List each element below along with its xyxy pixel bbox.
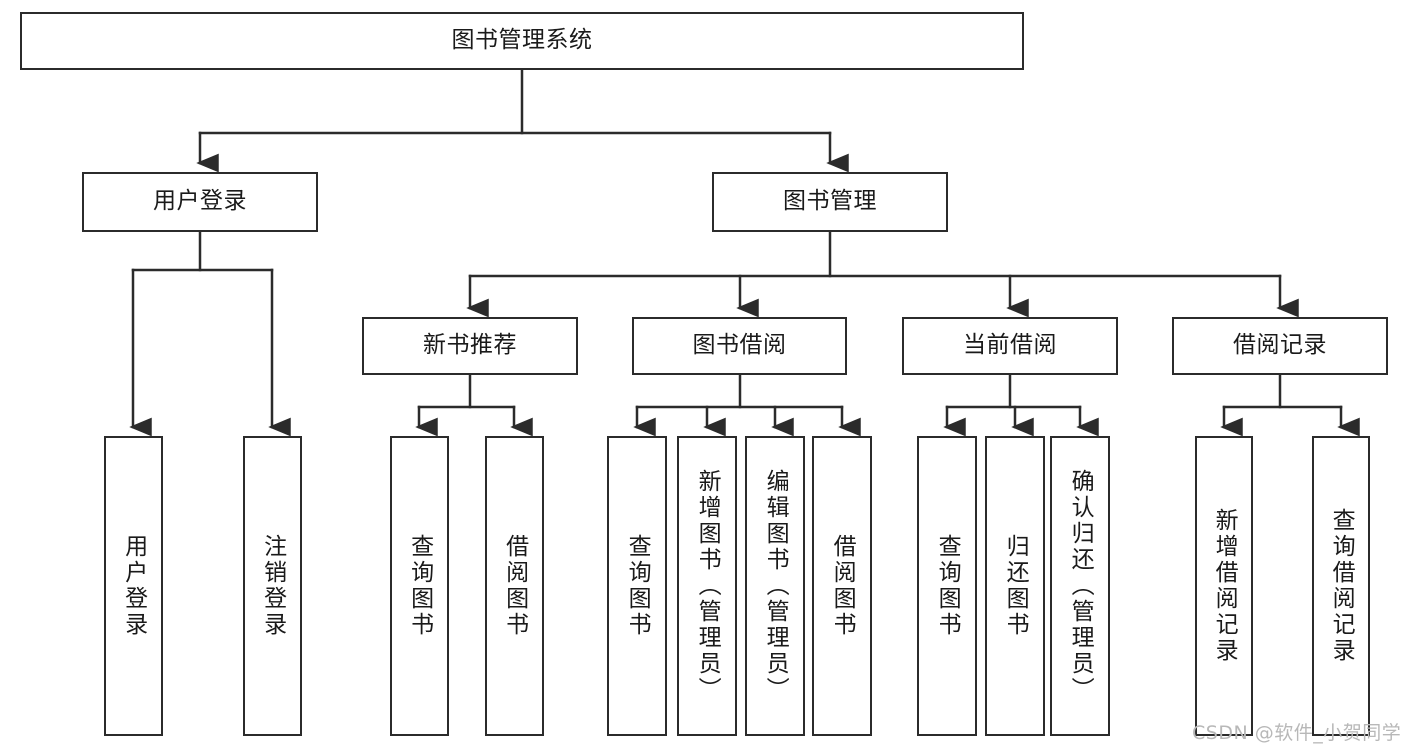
node-label: 新书推荐: [423, 332, 517, 359]
node-user-login[interactable]: 用户登录: [82, 172, 318, 232]
leaf-borrow-book[interactable]: 借阅图书: [812, 436, 872, 736]
leaf-user-logout[interactable]: 注销登录: [243, 436, 302, 736]
leaf-add-book-admin[interactable]: 新增图书（管理员）: [677, 436, 737, 736]
leaf-query-book-borrow[interactable]: 查询图书: [607, 436, 667, 736]
node-label: 编辑图书（管理员）: [762, 469, 789, 703]
csdn-watermark: CSDN @软件_小贺同学: [1192, 722, 1402, 744]
leaf-query-book-recommend[interactable]: 查询图书: [390, 436, 449, 736]
leaf-return-book[interactable]: 归还图书: [985, 436, 1045, 736]
leaf-user-login[interactable]: 用户登录: [104, 436, 163, 736]
node-label: 新增图书（管理员）: [694, 469, 721, 703]
node-label: 确认归还（管理员）: [1067, 469, 1094, 703]
leaf-borrow-book-recommend[interactable]: 借阅图书: [485, 436, 544, 736]
leaf-edit-book-admin[interactable]: 编辑图书（管理员）: [745, 436, 805, 736]
node-new-book-recommend[interactable]: 新书推荐: [362, 317, 578, 375]
leaf-confirm-return-admin[interactable]: 确认归还（管理员）: [1050, 436, 1110, 736]
node-label: 当前借阅: [963, 332, 1057, 359]
node-label: 查询图书: [624, 534, 651, 638]
node-label: 借阅图书: [829, 534, 856, 638]
node-label: 归还图书: [1002, 534, 1029, 638]
node-label: 图书管理: [783, 188, 877, 215]
node-label: 查询借阅记录: [1328, 508, 1355, 664]
node-label: 新增借阅记录: [1211, 508, 1238, 664]
node-current-borrow[interactable]: 当前借阅: [902, 317, 1118, 375]
node-book-borrow[interactable]: 图书借阅: [632, 317, 847, 375]
node-label: 查询图书: [406, 534, 433, 638]
node-label: 注销登录: [259, 534, 286, 638]
node-borrow-records[interactable]: 借阅记录: [1172, 317, 1388, 375]
node-label: 用户登录: [120, 534, 147, 638]
node-label: 借阅记录: [1233, 332, 1327, 359]
leaf-query-borrow-record[interactable]: 查询借阅记录: [1312, 436, 1370, 736]
node-label: 查询图书: [934, 534, 961, 638]
node-label: 图书管理系统: [451, 27, 593, 54]
node-label: 借阅图书: [501, 534, 528, 638]
leaf-query-book-current[interactable]: 查询图书: [917, 436, 977, 736]
node-label: 用户登录: [153, 188, 247, 215]
node-book-management[interactable]: 图书管理: [712, 172, 948, 232]
node-label: 图书借阅: [692, 332, 787, 359]
leaf-add-borrow-record[interactable]: 新增借阅记录: [1195, 436, 1253, 736]
node-root-system[interactable]: 图书管理系统: [20, 12, 1024, 70]
